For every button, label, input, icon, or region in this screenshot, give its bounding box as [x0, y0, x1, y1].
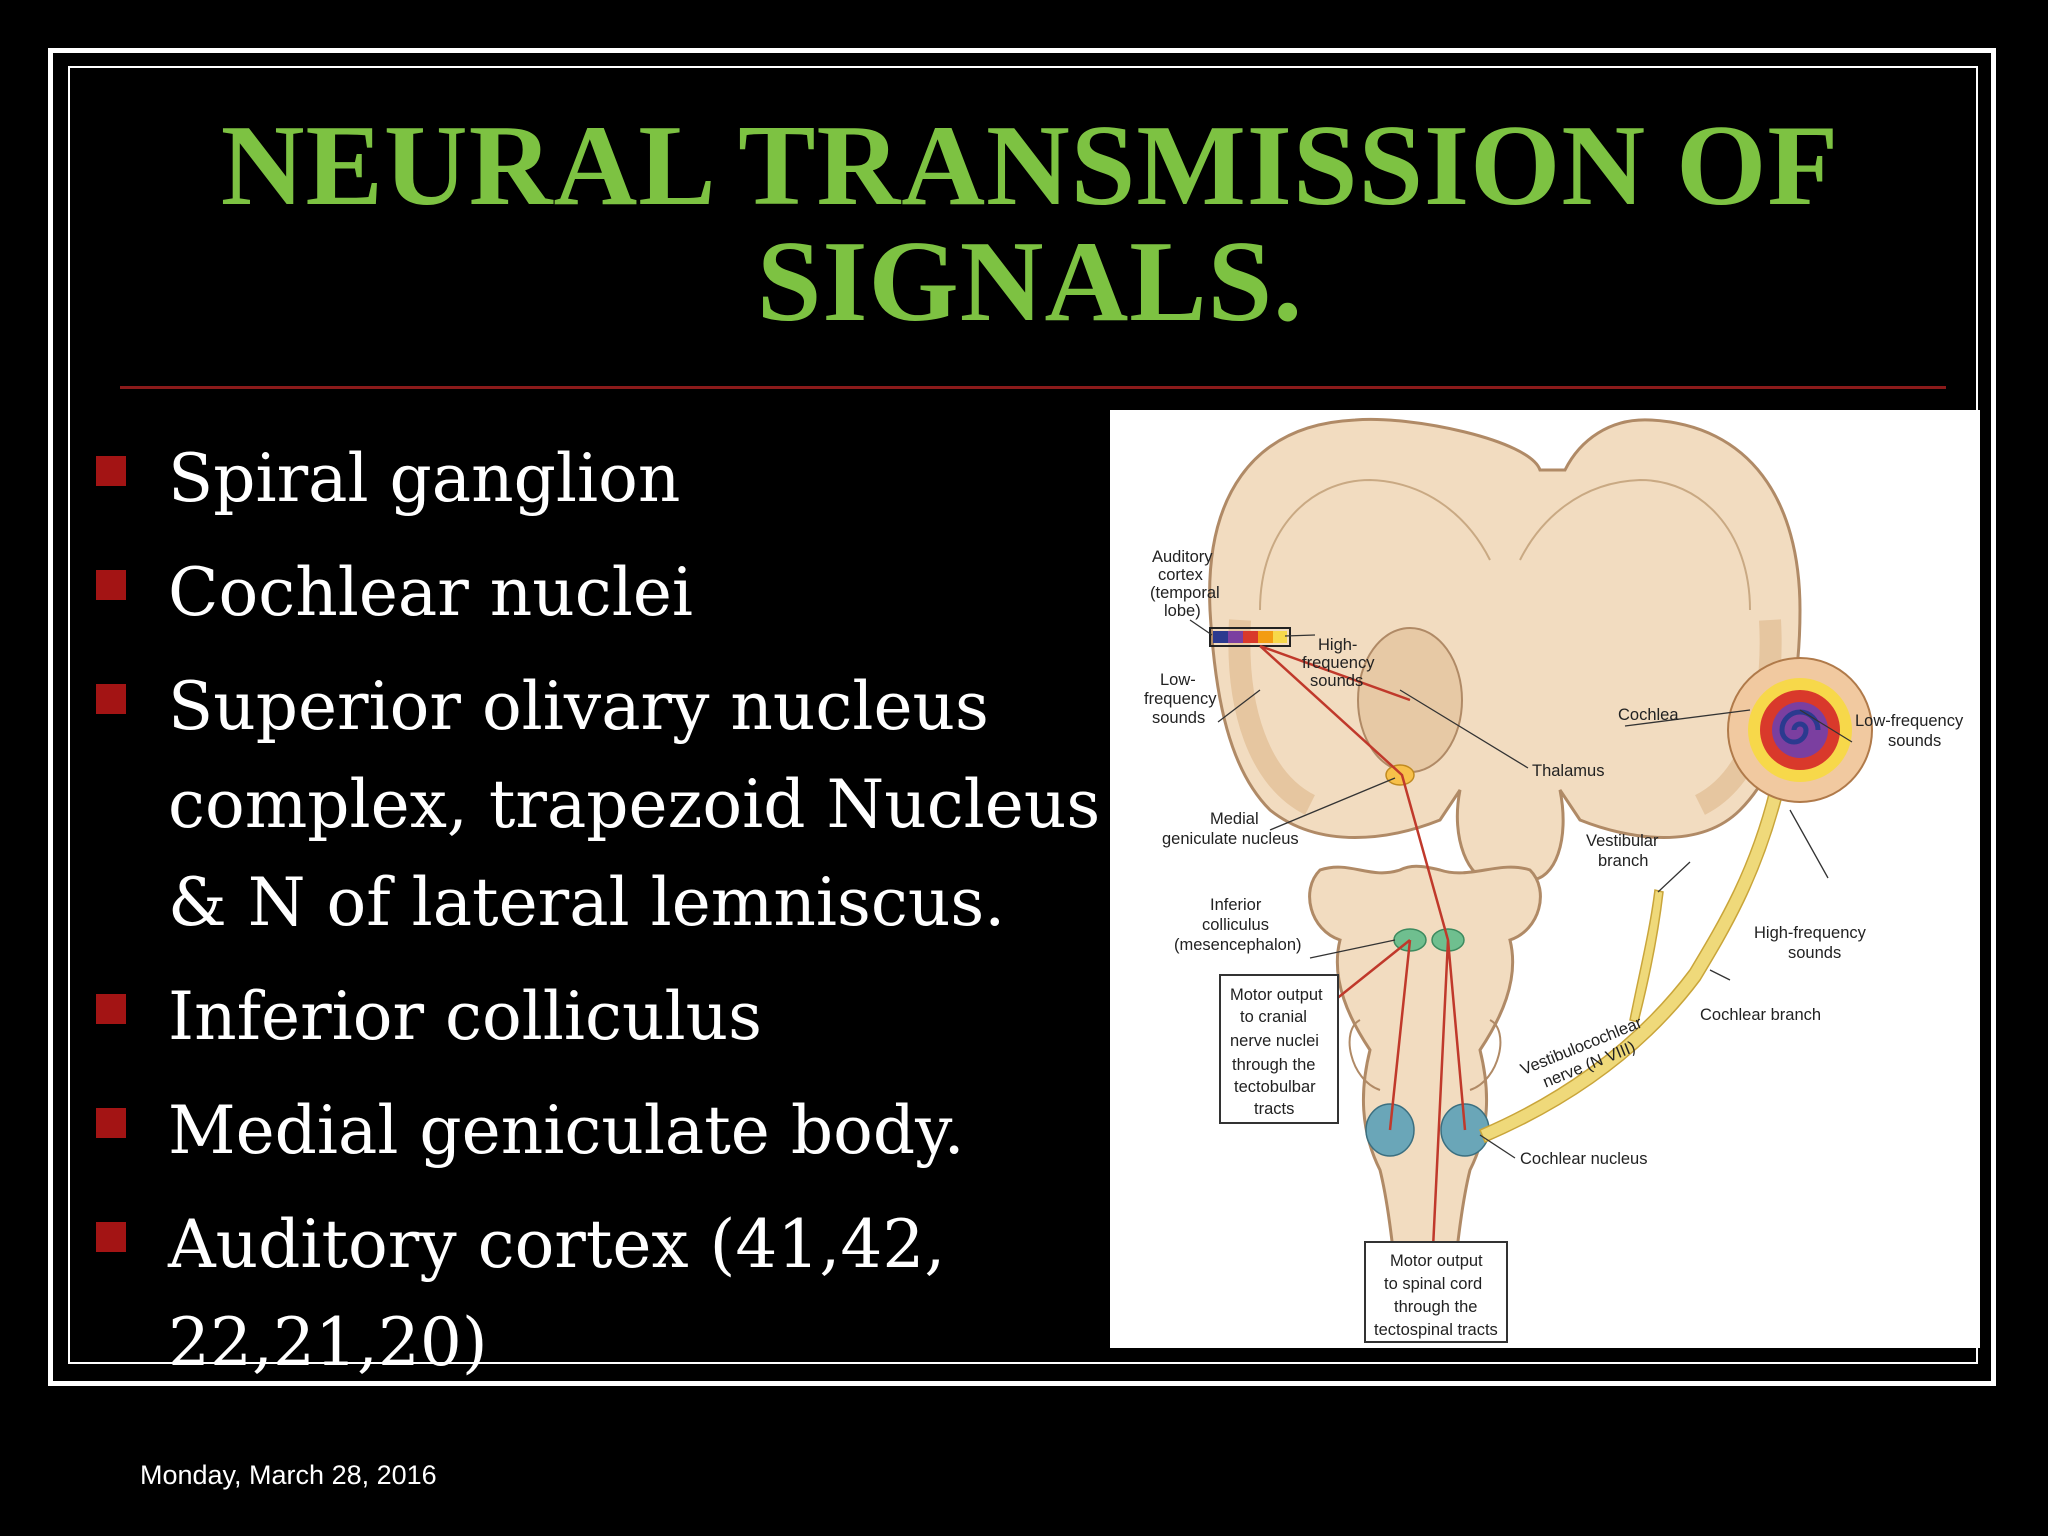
bullet-text: Auditory cortex (41,42, 22,21,20) [168, 1206, 946, 1381]
slide-title-line-1: NEURAL TRANSMISSION OF [220, 102, 1840, 230]
label-text: High-frequency [1754, 924, 1867, 942]
label-auditory-cortex: Auditory cortex (temporal lobe) [1150, 548, 1220, 620]
medial-geniculate-shape [1385, 764, 1415, 786]
vestibular-branch-shape [1629, 889, 1664, 1023]
label-text: Low-frequency [1855, 712, 1964, 730]
label-text: Motor output [1390, 1252, 1483, 1270]
footer-date: Monday, March 28, 2016 [140, 1460, 437, 1490]
label-cochlea-low-frequency: Low-frequency sounds [1855, 712, 1964, 750]
slide-title-line-2: SIGNALS. [756, 218, 1304, 346]
label-text: branch [1598, 852, 1648, 870]
label-text: lobe) [1164, 602, 1201, 620]
label-text: tracts [1254, 1100, 1294, 1118]
slide-frame-outer [48, 48, 1996, 1386]
label-text: through the [1232, 1056, 1315, 1074]
ascending-pathway-line [1259, 644, 1467, 1311]
label-cochlea: Cochlea [1618, 706, 1679, 724]
bullet-square-icon [96, 1108, 126, 1138]
label-cochlear-branch: Cochlear branch [1700, 1006, 1821, 1024]
label-text: sounds [1310, 672, 1363, 690]
label-high-frequency-sounds: High- frequency sounds [1302, 636, 1375, 690]
label-text: Motor output [1230, 986, 1323, 1004]
slide-title: NEURAL TRANSMISSION OF SIGNALS. [120, 108, 1940, 340]
label-vestibular-branch: Vestibular branch [1586, 832, 1659, 870]
label-low-frequency-sounds: Low- frequency sounds [1144, 671, 1217, 727]
label-text: through the [1394, 1298, 1477, 1316]
bullet-item: Medial geniculate body. [96, 1082, 1116, 1180]
bullet-item: Superior olivary nucleus complex, trapez… [96, 658, 1116, 952]
label-thalamus: Thalamus [1532, 762, 1604, 780]
label-text: geniculate nucleus [1162, 830, 1299, 848]
bullet-text: Superior olivary nucleus complex, trapez… [168, 668, 1101, 941]
bullet-square-icon [96, 456, 126, 486]
label-text: Vestibular [1586, 832, 1659, 850]
label-cochlea-high-frequency: High-frequency sounds [1754, 924, 1867, 962]
bullet-text: Spiral ganglion [168, 440, 681, 517]
label-text: Medial [1210, 810, 1259, 828]
bullet-square-icon [96, 570, 126, 600]
label-text: Auditory [1152, 548, 1213, 566]
label-text: cortex [1158, 566, 1204, 584]
bullet-text: Cochlear nuclei [168, 554, 694, 631]
leader-lines [1189, 619, 1853, 1159]
label-text: frequency [1302, 654, 1375, 672]
label-medial-geniculate: Medial geniculate nucleus [1162, 810, 1299, 848]
label-text: sounds [1152, 709, 1205, 727]
tonotopic-band-5 [1273, 631, 1287, 643]
auditory-pathway-svg: Auditory cortex (temporal lobe) Low- fre… [1144, 417, 1964, 1343]
label-text: to spinal cord [1384, 1275, 1482, 1293]
brain-inner-fold [1259, 478, 1751, 611]
tonotopic-band-2 [1228, 631, 1243, 643]
cerebellar-peduncle-shape [1348, 1019, 1502, 1091]
bullet-item: Auditory cortex (41,42, 22,21,20) [96, 1196, 1116, 1392]
bullet-square-icon [96, 684, 126, 714]
motor-output-cranial-box [1219, 974, 1339, 1124]
auditory-pathway-diagram: Auditory cortex (temporal lobe) Low- fre… [1110, 410, 1980, 1348]
label-motor-output-spinal: Motor output to spinal cord through the … [1374, 1252, 1498, 1339]
label-text: (temporal [1150, 584, 1220, 602]
bullet-item: Inferior colliculus [96, 968, 1116, 1066]
bullet-list: Spiral ganglion Cochlear nuclei Superior… [96, 430, 1116, 1408]
label-motor-output-cranial: Motor output to cranial nerve nuclei thr… [1230, 986, 1323, 1118]
label-inferior-colliculus: Inferior colliculus (mesencephalon) [1174, 896, 1302, 954]
bullet-item: Cochlear nuclei [96, 544, 1116, 642]
label-text: Inferior [1210, 896, 1262, 914]
bullet-text: Inferior colliculus [168, 978, 762, 1055]
bullet-text: Medial geniculate body. [168, 1092, 965, 1169]
label-text: Low- [1160, 671, 1196, 689]
label-text: tectospinal tracts [1374, 1321, 1498, 1339]
auditory-cortex-box [1209, 627, 1291, 647]
label-text: sounds [1788, 944, 1841, 962]
label-text: High- [1318, 636, 1357, 654]
tonotopic-band-3 [1243, 631, 1258, 643]
bullet-square-icon [96, 1222, 126, 1252]
bullet-item: Spiral ganglion [96, 430, 1116, 528]
label-text: frequency [1144, 690, 1217, 708]
label-text: colliculus [1202, 916, 1269, 934]
title-divider [120, 386, 1946, 389]
brainstem-shape [1308, 864, 1542, 1312]
tonotopic-band-4 [1258, 631, 1273, 643]
label-text: nerve nuclei [1230, 1032, 1319, 1050]
label-text: sounds [1888, 732, 1941, 750]
label-text: tectobulbar [1234, 1078, 1316, 1096]
label-cochlear-nucleus: Cochlear nucleus [1520, 1150, 1648, 1168]
tonotopic-band-1 [1213, 631, 1228, 643]
bullet-square-icon [96, 994, 126, 1024]
motor-output-spinal-box [1364, 1241, 1508, 1343]
label-text: to cranial [1240, 1008, 1307, 1026]
label-text: (mesencephalon) [1174, 936, 1302, 954]
